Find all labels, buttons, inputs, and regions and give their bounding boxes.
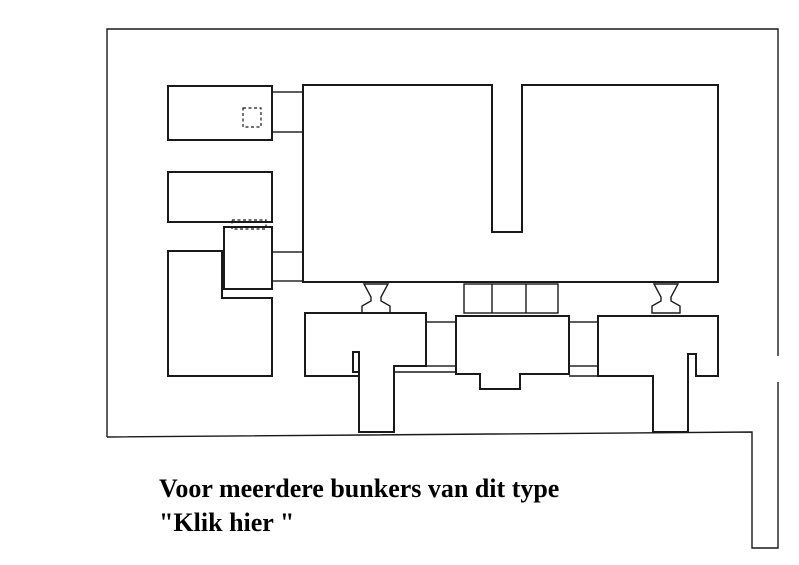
corridor-top: [271, 91, 304, 133]
pedestal-left: [361, 283, 391, 314]
base-wall: [394, 371, 653, 377]
entry-lobby: [223, 226, 273, 290]
bastion-right: [597, 315, 719, 433]
annex-room-lower-l: [167, 250, 273, 377]
corridor-lower: [271, 251, 304, 282]
gangway-left: [425, 321, 457, 367]
annex-room-middle: [167, 171, 273, 223]
gangway-right: [568, 321, 599, 367]
central-chamber: [455, 315, 570, 390]
annex-room-top: [167, 85, 273, 141]
more-bunkers-link[interactable]: "Klik hier ": [159, 508, 295, 537]
pedestal-right: [651, 283, 681, 314]
caption-text: Voor meerdere bunkers van dit type: [159, 474, 560, 503]
main-hall: [302, 84, 719, 283]
connector-block: [463, 283, 559, 314]
annex-niche: [242, 107, 262, 128]
site-boundary: [106, 28, 779, 549]
entry-door: [231, 219, 267, 230]
